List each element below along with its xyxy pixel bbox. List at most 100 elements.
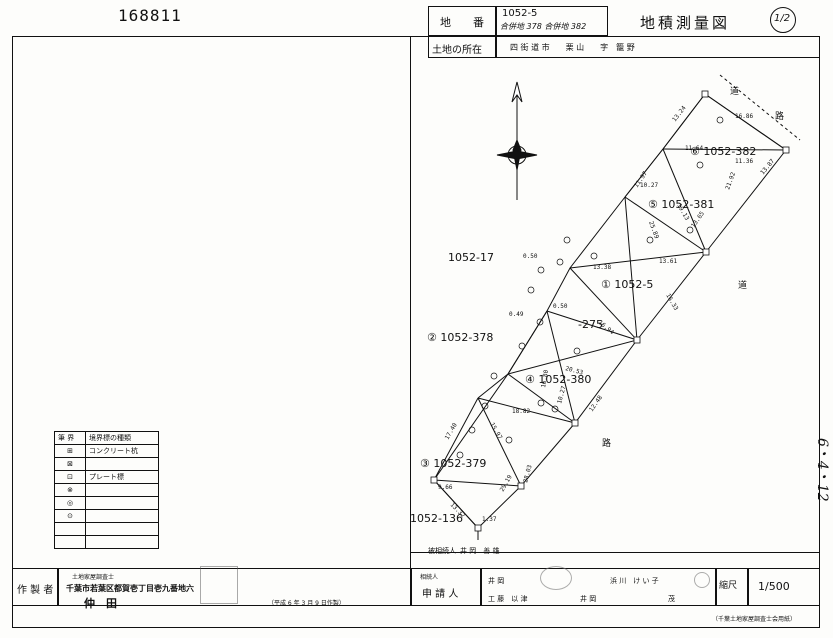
line-t <box>477 373 509 399</box>
doc-number: 168811 <box>118 6 182 25</box>
author-info-cell <box>58 568 411 606</box>
decedent-label: 被相続人 <box>428 547 456 555</box>
legend-symbol-5: ◎ <box>54 496 86 510</box>
svg-text:15.97: 15.97 <box>488 422 503 441</box>
legend-row-4 <box>85 483 159 497</box>
line-l <box>477 397 576 424</box>
legend-col2: 境界標の種類 <box>85 431 159 445</box>
line-r <box>624 148 664 198</box>
applicant-1: 井 岡 <box>488 577 505 585</box>
decedent-name: 井 岡 善 雄 <box>460 547 500 555</box>
applicant-2: 浜 川 け い 子 <box>610 577 659 585</box>
svg-text:13.61: 13.61 <box>659 258 677 265</box>
parcel-1-sub: -275 <box>578 318 603 331</box>
line-g <box>569 267 638 341</box>
legend-row-1: コンクリート杭 <box>85 444 159 458</box>
line-i <box>546 310 576 424</box>
scale-value-cell <box>748 568 820 606</box>
scale-label: 縮尺 <box>719 581 738 591</box>
legend-row-3: プレート標 <box>85 470 159 484</box>
author-address: 千葉市若葉区都賀壱丁目壱九番地六 <box>66 584 194 593</box>
road-label-top-1: 道 <box>730 87 740 97</box>
adjacent-1052-17: 1052-17 <box>448 251 494 264</box>
parcel-2-label: ② 1052-378 <box>427 331 494 344</box>
north-arrow <box>496 81 538 200</box>
parcel-6-label: ⑥ 1052-382 <box>690 145 757 158</box>
applicant-4: 井 岡 <box>580 595 597 603</box>
line-a <box>662 148 787 151</box>
legend-symbol-3: ⊡ <box>54 470 86 484</box>
line-k <box>507 373 576 424</box>
svg-text:20.53: 20.53 <box>564 365 584 377</box>
legend-row-2 <box>85 457 159 471</box>
chiban-value-2: 合併地 378 合併地 382 <box>500 22 587 31</box>
svg-text:11.36: 11.36 <box>735 158 753 165</box>
svg-text:16.86: 16.86 <box>735 113 753 120</box>
svg-text:21.92: 21.92 <box>724 171 737 191</box>
document-title: 地積測量図 <box>640 14 731 32</box>
margin-note: 6・4・12 <box>814 438 830 502</box>
location-value-cell <box>496 36 820 58</box>
author-label-cell <box>12 568 58 606</box>
svg-text:18.82: 18.82 <box>512 408 530 415</box>
svg-text:0.49: 0.49 <box>509 311 524 318</box>
svg-text:11.64: 11.64 <box>685 145 703 152</box>
applicant-5: 茂 <box>668 595 675 603</box>
road-label-top-2: 路 <box>775 112 785 122</box>
svg-text:0.50: 0.50 <box>523 253 538 260</box>
inherit-label: 相続人 <box>420 574 439 581</box>
author-date: （平成 6 年 3 月 9 日作製） <box>268 600 345 607</box>
left-divider <box>410 36 411 568</box>
chiban-value-1: 1052-5 <box>502 8 538 19</box>
line-o <box>433 479 479 529</box>
road-label-bottom: 路 <box>602 439 612 449</box>
legend-symbol-6: ⊙ <box>54 509 86 523</box>
svg-text:1.37: 1.37 <box>482 516 497 523</box>
line-d <box>624 196 707 253</box>
legend-col1: 筆 界 <box>54 431 86 445</box>
parcel-4-label: ④ 1052-380 <box>525 373 592 386</box>
location-label-cell <box>428 36 496 58</box>
scale-label-cell <box>716 568 748 606</box>
location-value: 四 街 道 市 栗 山 字 籠 野 <box>510 43 635 52</box>
parcel-3-label: ③ 1052-379 <box>420 457 487 470</box>
chiban-value-cell <box>496 6 608 36</box>
decedent-line <box>410 552 820 553</box>
applicant-info-cell <box>481 568 716 606</box>
svg-text:16.80: 16.80 <box>540 369 550 388</box>
location-label: 土地の所在 <box>432 45 482 56</box>
svg-text:28.03: 28.03 <box>522 464 534 484</box>
scale-value: 1/500 <box>758 580 790 593</box>
svg-text:10.27: 10.27 <box>556 385 568 405</box>
line-h <box>546 310 638 341</box>
svg-text:12.48: 12.48 <box>588 394 604 413</box>
svg-text:29.19: 29.19 <box>499 474 514 493</box>
svg-text:0.50: 0.50 <box>553 303 568 310</box>
legend-symbol-2: ⊠ <box>54 457 86 471</box>
applicant-label: 申 請 人 <box>422 589 459 600</box>
line-m <box>477 397 522 487</box>
author-title: 土地家屋調査士 <box>72 574 115 581</box>
applicant-3: 工 藤 以 津 <box>488 595 528 603</box>
legend-symbol-1: ⊞ <box>54 444 86 458</box>
applicant-seal-2 <box>694 572 710 588</box>
legend-row-5 <box>85 496 159 510</box>
line-s <box>507 310 548 375</box>
author-seal <box>200 566 238 604</box>
legend-table: 筆 界境界標の種類 ⊞コンクリート杭 ⊠ ⊡プレート標 ⊗ ◎ ⊙ <box>54 431 159 549</box>
author-label: 作 製 者 <box>17 585 54 596</box>
author-name: 仲 田 <box>84 597 117 610</box>
svg-text:10.27: 10.27 <box>640 182 658 189</box>
line-p <box>433 397 479 481</box>
svg-text:13.38: 13.38 <box>593 264 611 271</box>
sheet-fraction: 1/2 <box>774 13 791 24</box>
svg-text:9.66: 9.66 <box>438 484 453 491</box>
drawing-frame <box>12 36 820 628</box>
legend-symbol-4: ⊗ <box>54 483 86 497</box>
line-j <box>507 339 638 375</box>
road-label-mid: 道 <box>738 281 748 291</box>
paper-note: （千葉土地家屋調査士会用紙） <box>712 616 797 623</box>
sheet-fraction-circle <box>770 7 796 33</box>
parcel-1-label: ① 1052-5 <box>601 278 654 291</box>
